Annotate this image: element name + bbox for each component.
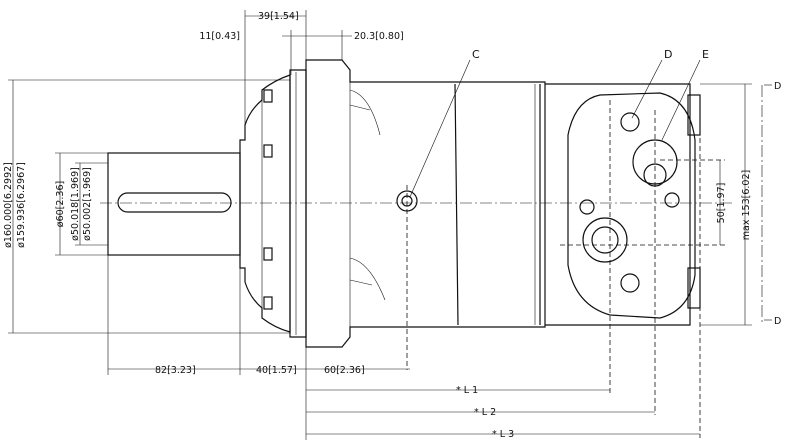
callouts: C D E <box>409 48 709 198</box>
mounting-flange <box>239 69 307 338</box>
dim-shaft-max: ø50.018[1.969] <box>70 167 81 241</box>
dim-top-11: 11[0.43] <box>199 31 240 42</box>
dim-bottom-40: 40[1.57] <box>256 365 297 376</box>
dim-top-20-3: 20.3[0.80] <box>354 31 404 42</box>
dim-right-50: 50[1.97] <box>716 183 727 224</box>
dim-bottom-60: 60[2.36] <box>324 365 365 376</box>
label-c: C <box>472 48 480 61</box>
shaft <box>107 152 241 256</box>
top-dimensions: 39[1.54] 11[0.43] 20.3[0.80] <box>199 10 404 125</box>
end-cover <box>545 83 725 438</box>
dim-bottom-82: 82[3.23] <box>155 365 196 376</box>
dim-shaft-60: ø60[2.36] <box>55 181 66 227</box>
port-lower <box>582 217 628 263</box>
bolt-heads <box>263 89 273 310</box>
section-label-top: D <box>774 81 781 92</box>
housing <box>305 59 546 348</box>
dim-l3: * L 3 <box>492 429 514 440</box>
keyway <box>117 192 232 213</box>
port-d-lower <box>620 273 640 293</box>
dim-flange-dia: ø160.000[6.2992] <box>3 162 14 248</box>
dim-flange-dia-min: ø159.936[6.2967] <box>16 162 27 248</box>
label-e: E <box>702 48 709 61</box>
dim-shaft-min: ø50.002[1.969] <box>82 167 93 241</box>
right-dimensions: 50[1.97] max 153[6.02] <box>700 83 752 326</box>
dim-right-max153: max 153[6.02] <box>741 170 752 240</box>
dim-l2: * L 2 <box>474 407 496 418</box>
dim-top-39: 39[1.54] <box>258 11 299 22</box>
left-dimensions: ø160.000[6.2992] ø159.936[6.2967] ø60[2.… <box>3 79 290 334</box>
section-label-bottom: D <box>774 316 781 327</box>
section-line-d: D D <box>761 81 781 327</box>
bottom-dimensions: 82[3.23] 40[1.57] 60[2.36] * L 1 * L 2 *… <box>107 255 700 440</box>
label-d: D <box>664 48 672 61</box>
port-d-upper <box>620 112 640 132</box>
port-c <box>396 185 418 370</box>
dim-l1: * L 1 <box>456 385 478 396</box>
